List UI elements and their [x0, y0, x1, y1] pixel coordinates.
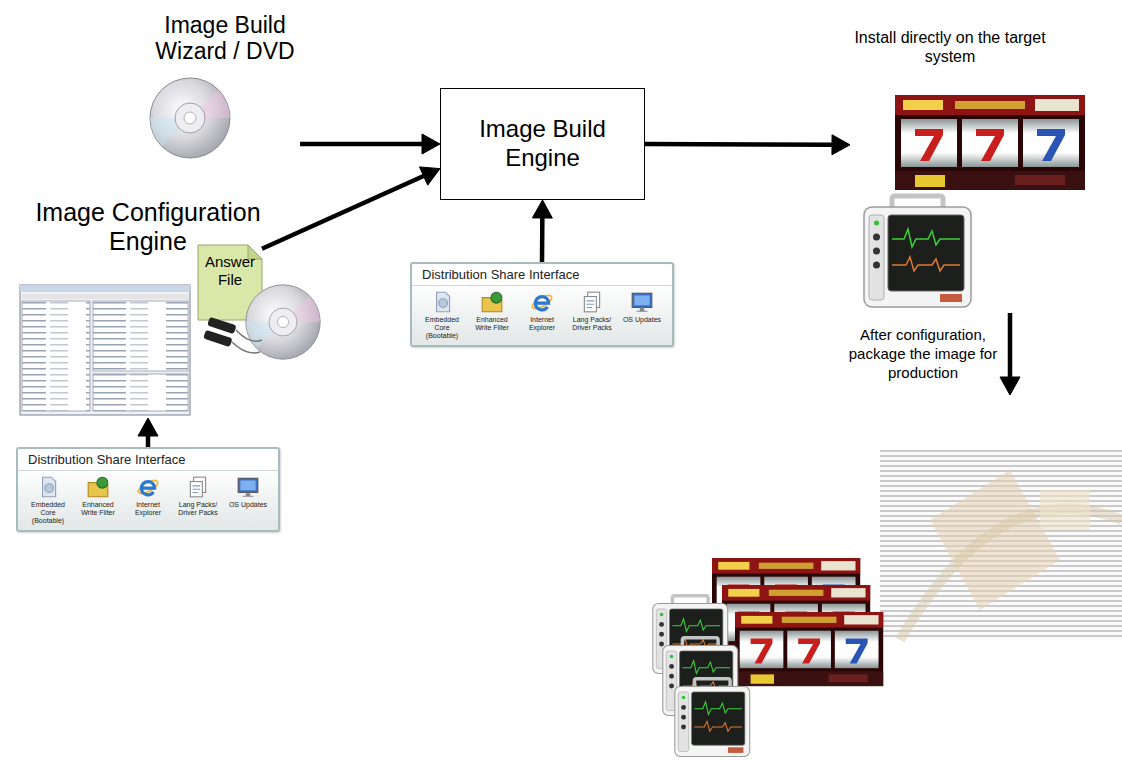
feature-icon: [580, 290, 604, 314]
feature-icon: [530, 290, 554, 314]
icon-caption: Embedded Core (Bootable): [24, 501, 72, 525]
arrowhead: [138, 418, 158, 436]
feature-icon: [430, 290, 454, 314]
feature-icon: [136, 475, 160, 499]
connector: [262, 176, 424, 249]
patient-monitor: [864, 196, 971, 307]
tool-screenshot: [20, 285, 190, 415]
arrowhead: [532, 200, 552, 218]
flow-arrow: [1000, 313, 1020, 395]
feature-icon: [186, 475, 210, 499]
feature-item: Embedded Core (Bootable): [418, 290, 466, 340]
flow-arrow: [300, 134, 440, 154]
icon-caption: Lang Packs/ Driver Packs: [568, 316, 616, 332]
feature-item: Internet Explorer: [124, 475, 172, 517]
connector: [540, 218, 545, 262]
feature-icon: [236, 475, 260, 499]
target-system: Install directly on the target system: [850, 28, 1050, 313]
feature-icon: [36, 475, 60, 499]
feature-icon: [86, 475, 110, 499]
arrowhead: [419, 167, 440, 185]
panel-heading: Distribution Share Interface: [412, 264, 672, 285]
production-backdrop: [880, 450, 1122, 640]
icon-caption: Enhanced Write Filter: [468, 316, 516, 332]
monitor-copies: [653, 596, 750, 757]
feature-item: Enhanced Write Filter: [468, 290, 516, 332]
icon-row: Embedded Core (Bootable)Enhanced Write F…: [18, 470, 278, 530]
process-box: Image Build Engine: [440, 88, 645, 200]
connector: [1008, 313, 1013, 377]
flow-arrow: [532, 200, 552, 262]
answer-file: Answer File: [198, 245, 262, 320]
dvd-disc: [150, 78, 230, 158]
production-group: After configuration, package the image f…: [650, 395, 1122, 760]
icon-caption: Internet Explorer: [518, 316, 566, 332]
flow-arrow: [138, 418, 158, 447]
icon-caption: OS Updates: [224, 501, 272, 509]
feature-item: OS Updates: [618, 290, 666, 324]
connector: [645, 142, 832, 147]
usb-cables: [203, 317, 262, 353]
panel-heading: Distribution Share Interface: [18, 449, 278, 470]
flow-arrow: [645, 135, 850, 155]
feature-item: OS Updates: [224, 475, 272, 509]
node-label: Image Build Engine: [461, 115, 624, 173]
share-panel: Distribution Share InterfaceEmbedded Cor…: [16, 447, 280, 532]
answer-disc: [246, 285, 320, 359]
feature-icon: [480, 290, 504, 314]
node-label: Image Build Wizard / DVD: [150, 12, 300, 65]
arrowhead: [1000, 377, 1020, 395]
arrowhead: [422, 134, 440, 154]
flow-arrow: [262, 167, 440, 249]
node-label: After configuration, package the image f…: [848, 325, 998, 382]
connector: [146, 436, 151, 447]
node-label: Answer File: [198, 253, 262, 289]
icon-row: Embedded Core (Bootable)Enhanced Write F…: [412, 285, 672, 345]
icon-caption: Embedded Core (Bootable): [418, 316, 466, 340]
slot-machine: [895, 95, 1085, 190]
share-panel: Distribution Share InterfaceEmbedded Cor…: [410, 262, 674, 347]
feature-item: Enhanced Write Filter: [74, 475, 122, 517]
feature-icon: [630, 290, 654, 314]
icon-caption: OS Updates: [618, 316, 666, 324]
feature-item: Embedded Core (Bootable): [24, 475, 72, 525]
dvd-source: Image Build Wizard / DVD: [150, 12, 300, 162]
feature-item: Lang Packs/ Driver Packs: [174, 475, 222, 517]
icon-caption: Enhanced Write Filter: [74, 501, 122, 517]
icon-caption: Lang Packs/ Driver Packs: [174, 501, 222, 517]
configuration-tool: Image Configuration Engine: [8, 198, 288, 418]
icon-caption: Internet Explorer: [124, 501, 172, 517]
feature-item: Internet Explorer: [518, 290, 566, 332]
node-label: Image Configuration Engine: [8, 198, 288, 256]
connector: [300, 142, 422, 147]
feature-item: Lang Packs/ Driver Packs: [568, 290, 616, 332]
node-label: Install directly on the target system: [850, 28, 1050, 66]
arrowhead: [832, 135, 850, 155]
